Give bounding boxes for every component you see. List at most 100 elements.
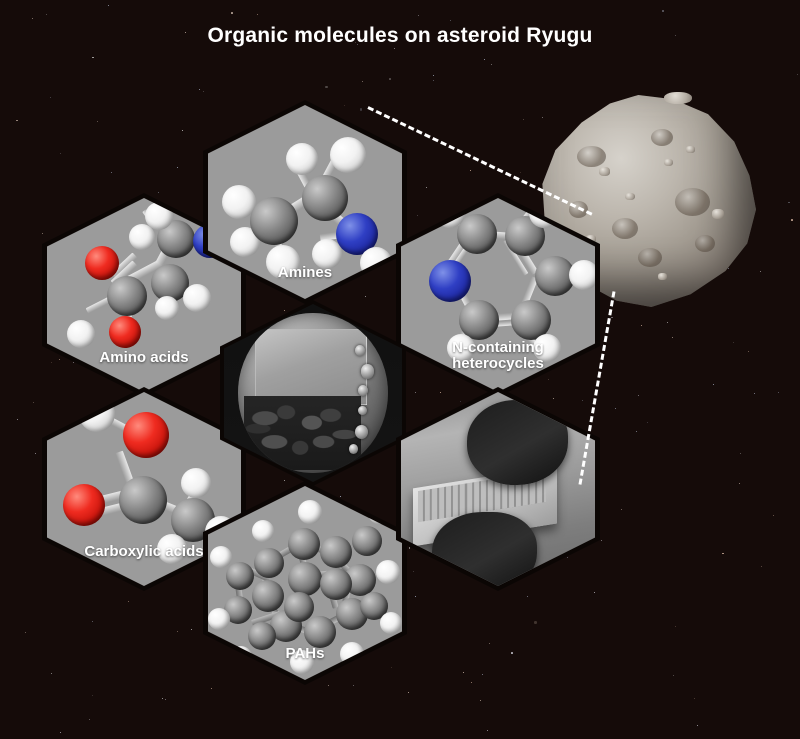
star — [72, 361, 74, 363]
sample-container-window — [254, 328, 368, 405]
star — [177, 167, 179, 169]
star — [230, 12, 233, 14]
star — [526, 595, 528, 597]
star — [184, 32, 186, 34]
atom-hydrogen — [569, 260, 595, 290]
atom-carbon — [288, 562, 322, 596]
star — [614, 408, 616, 410]
atom-hydrogen — [210, 546, 232, 568]
atom-carbon — [252, 580, 284, 612]
panel-label-carboxylic-acids: Carboxylic acids — [84, 543, 204, 560]
star — [284, 480, 286, 482]
star — [284, 310, 286, 312]
star — [357, 44, 359, 46]
star — [611, 316, 613, 319]
atom-carbon — [226, 562, 254, 590]
star — [712, 384, 714, 386]
atom-hydrogen — [157, 534, 187, 564]
atom-hydrogen — [67, 320, 95, 348]
star — [491, 64, 493, 66]
star — [46, 14, 48, 16]
star — [50, 361, 53, 364]
star — [59, 731, 61, 733]
photo-sample-container[interactable] — [224, 304, 402, 482]
atom-carbon — [248, 622, 276, 650]
star — [352, 685, 354, 687]
atom-hydrogen — [129, 224, 155, 250]
star — [33, 401, 35, 403]
star — [127, 600, 129, 602]
star — [407, 691, 409, 693]
star — [107, 5, 109, 7]
panel-label-n-heterocycles: N-containing heterocycles — [401, 339, 595, 373]
atom-oxygen — [63, 484, 105, 526]
asteroid-ryugu-image — [542, 95, 756, 307]
star — [754, 393, 756, 395]
star — [432, 74, 434, 76]
star — [740, 453, 742, 455]
star — [257, 13, 259, 15]
panel-label-amino-acids: Amino acids — [99, 349, 189, 366]
star — [433, 80, 435, 82]
container-screw — [357, 405, 367, 416]
atom-carbon — [352, 526, 382, 556]
sample-container-image — [224, 304, 402, 482]
atom-hydrogen — [533, 334, 561, 362]
star — [50, 96, 52, 98]
star — [470, 169, 472, 171]
star — [426, 186, 428, 188]
star — [488, 643, 490, 645]
panel-label-line-2: heterocycles — [452, 355, 544, 373]
panel-carboxylic-acids[interactable]: Carboxylic acids — [47, 392, 241, 586]
atom-hydrogen — [183, 284, 211, 312]
star — [487, 729, 489, 731]
star — [522, 118, 525, 121]
star — [50, 672, 53, 675]
atom-hydrogen — [290, 650, 314, 674]
star — [696, 724, 698, 726]
atom-hydrogen — [298, 500, 322, 524]
star — [97, 121, 99, 123]
star — [674, 34, 676, 36]
atom-hydrogen — [380, 612, 402, 634]
star — [638, 394, 640, 396]
atom-hydrogen — [181, 468, 211, 498]
star — [344, 105, 346, 107]
star — [796, 74, 798, 75]
atom-carbon — [320, 568, 352, 600]
star — [440, 391, 442, 393]
star — [641, 324, 643, 326]
star — [621, 509, 623, 511]
star — [88, 719, 90, 721]
star — [361, 80, 363, 82]
panel-amines[interactable]: Amines — [208, 105, 402, 299]
atom-carbon — [304, 616, 336, 648]
atom-carbon — [288, 528, 320, 560]
star — [460, 401, 462, 403]
star — [91, 621, 93, 623]
star — [359, 108, 363, 111]
star — [473, 37, 475, 39]
star — [548, 379, 550, 381]
star — [340, 496, 342, 498]
star — [667, 322, 669, 324]
star — [416, 215, 418, 217]
star — [415, 392, 417, 394]
star — [542, 117, 544, 119]
container-screw — [357, 384, 369, 397]
star — [672, 336, 674, 338]
atom-hydrogen — [447, 334, 475, 362]
star — [210, 687, 212, 689]
star — [327, 30, 329, 32]
star — [552, 397, 554, 399]
asteroid-boulder — [664, 92, 692, 104]
molecule-acetic-acid — [47, 392, 241, 586]
star — [511, 652, 513, 654]
star — [582, 400, 584, 402]
container-screw — [354, 425, 369, 440]
star — [738, 482, 740, 484]
star — [203, 91, 205, 93]
star — [181, 130, 183, 132]
star — [32, 17, 34, 19]
